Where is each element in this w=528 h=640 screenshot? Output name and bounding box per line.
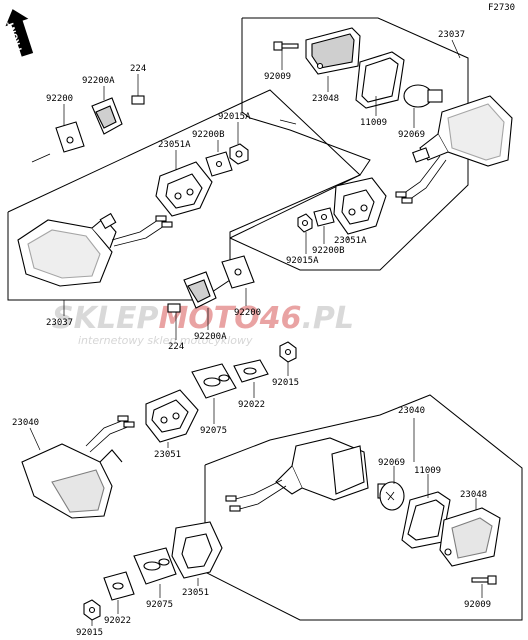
label-224-mid: 224 — [168, 342, 184, 352]
label-92200-mid: 92200 — [234, 308, 261, 318]
socket-23051A-left-icon — [155, 161, 213, 217]
label-92015-mid: 92015 — [272, 378, 299, 388]
nut-92015A-left-icon — [229, 143, 249, 165]
middle-assembly — [145, 255, 297, 443]
watermark-brand-prefix: SKLEP — [52, 301, 158, 336]
direction-arrow-left-icon — [31, 153, 51, 163]
label-92015-bottom: 92015 — [76, 628, 103, 638]
grommet-92075-bottom-icon — [133, 547, 177, 585]
label-11009-top: 11009 — [360, 118, 387, 128]
grommet-92075-mid-icon — [191, 363, 237, 399]
frame-top-right — [229, 17, 469, 271]
bulb-92069-bottom-icon — [377, 481, 405, 511]
leader-lines — [29, 39, 483, 626]
label-224-top: 224 — [130, 64, 146, 74]
label-23051A-right: 23051A — [334, 236, 367, 246]
plate-92200B-left-icon — [205, 151, 233, 177]
label-92200A-mid: 92200A — [194, 332, 227, 342]
socket-23051-mid-icon — [145, 389, 199, 443]
label-23048-bottom: 23048 — [460, 490, 487, 500]
socket-23051-bottom-icon — [171, 521, 223, 579]
plate-92200B-right-icon — [313, 207, 335, 227]
label-92200B-top: 92200B — [192, 130, 225, 140]
screw-224-top-icon — [131, 95, 145, 105]
label-92009-top: 92009 — [264, 72, 291, 82]
turn-signal-housing-right-icon — [395, 95, 513, 204]
label-92015A-right: 92015A — [286, 256, 319, 266]
screw-92009-icon — [273, 41, 299, 51]
nut-92015A-right-icon — [297, 213, 313, 233]
turn-signal-housing-left-icon — [17, 212, 173, 287]
lens-23048-bottom-icon — [439, 507, 501, 567]
watermark-brand-suffix: .PL — [302, 301, 355, 336]
label-23037-top: 23037 — [438, 30, 465, 40]
label-23051-mid: 23051 — [154, 450, 181, 460]
label-92022-mid: 92022 — [238, 400, 265, 410]
diagram-code: F2730 — [488, 3, 515, 13]
bottom-right-assembly — [225, 437, 501, 585]
turn-signal-housing-23040-left-icon — [21, 415, 135, 519]
label-92200B-right: 92200B — [312, 246, 345, 256]
label-23037-left: 23037 — [46, 318, 73, 328]
label-92015A-top: 92015A — [218, 112, 251, 122]
spacer-92022-mid-icon — [233, 359, 269, 383]
label-92200-top: 92200 — [46, 94, 73, 104]
label-11009-bottom: 11009 — [414, 466, 441, 476]
nut-92015-mid-icon — [279, 341, 297, 363]
frame-top-left — [7, 89, 361, 301]
watermark-tagline: internetowy sklep motocyklowy — [78, 334, 253, 347]
socket-23051A-right-icon — [333, 177, 387, 235]
watermark-brand-highlight: MOTO46 — [158, 301, 301, 336]
front-arrow-icon: FRONT — [5, 9, 34, 57]
bottom-left-assembly — [83, 521, 223, 621]
plate-92200-top-icon — [55, 121, 85, 153]
top-left-assembly — [17, 95, 297, 287]
label-23048-top: 23048 — [312, 94, 339, 104]
label-23051-bottom: 23051 — [182, 588, 209, 598]
label-92200A-top: 92200A — [82, 76, 115, 86]
watermark: SKLEPMOTO46.PL internetowy sklep motocyk… — [52, 301, 354, 347]
part-labels: 23037 92009 23048 11009 92069 224 92200A… — [12, 30, 491, 638]
direction-arrow-right-icon — [279, 119, 297, 125]
frame-bottom-right — [204, 394, 523, 621]
spacer-92022-bottom-icon — [103, 571, 135, 601]
label-92069-top: 92069 — [398, 130, 425, 140]
top-right-assembly — [273, 27, 513, 235]
screw-224-mid-icon — [167, 303, 181, 313]
screw-92009-bottom-icon — [471, 575, 497, 585]
turn-signal-housing-bottom-right-icon — [225, 437, 369, 512]
label-92009-bottom: 92009 — [464, 600, 491, 610]
bracket-92200A-mid-icon — [183, 271, 217, 309]
label-92022-bottom: 92022 — [104, 616, 131, 626]
bulb-92069-icon — [403, 84, 443, 108]
label-92075-mid: 92075 — [200, 426, 227, 436]
plate-92200-mid-icon — [221, 255, 255, 289]
lens-23048-icon — [305, 27, 361, 75]
gasket-11009-bottom-icon — [401, 491, 451, 549]
gasket-11009-icon — [355, 51, 405, 109]
label-92069-bottom: 92069 — [378, 458, 405, 468]
svg-text:SKLEPMOTO46.PL: SKLEPMOTO46.PL — [52, 301, 354, 336]
label-23040-right: 23040 — [398, 406, 425, 416]
label-92075-bottom: 92075 — [146, 600, 173, 610]
nut-92015-bottom-icon — [83, 599, 101, 621]
label-23040-left: 23040 — [12, 418, 39, 428]
bracket-92200A-top-icon — [91, 97, 123, 135]
label-23051A-left: 23051A — [158, 140, 191, 150]
